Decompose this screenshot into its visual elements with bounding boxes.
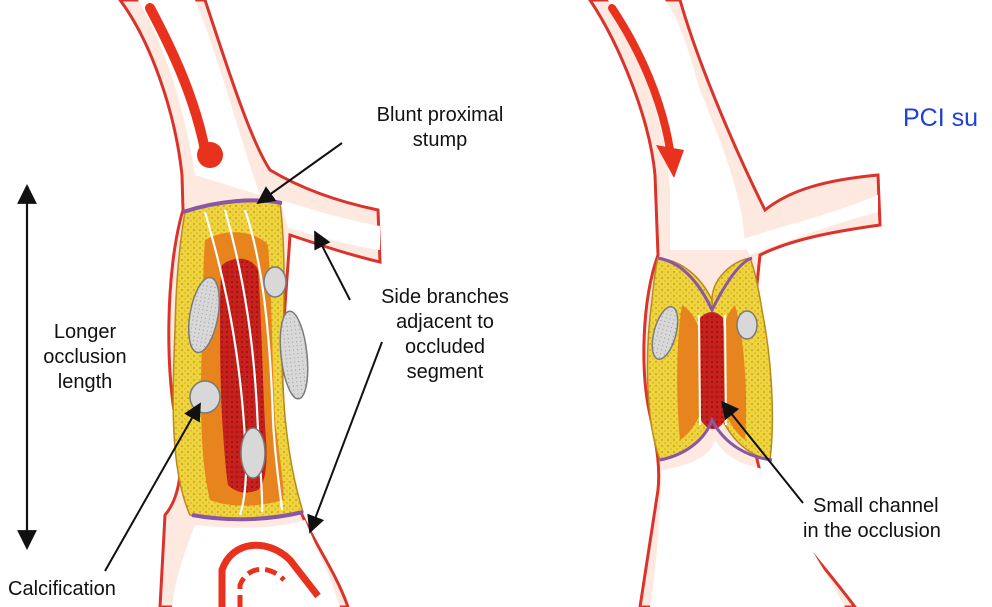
calcium-deposit [264, 267, 286, 297]
label-line: adjacent to [350, 310, 540, 335]
pci-heading-fragment: PCI su [903, 104, 978, 133]
label-line: Side branches [350, 285, 540, 310]
calcium-deposit [190, 381, 220, 413]
blunt-flow-dot [197, 142, 223, 168]
label-line: Blunt proximal [340, 103, 540, 128]
label-line: in the occlusion [803, 519, 941, 544]
calcification-label: Calcification [8, 577, 116, 602]
label-line: length [20, 370, 150, 395]
calcium-deposit [241, 428, 265, 478]
calcium-deposit [737, 311, 757, 339]
label-line: Small channel [803, 494, 941, 519]
longer-occlusion-label: Longer occlusion length [20, 320, 150, 395]
small-channel-label: Small channel in the occlusion [803, 494, 941, 544]
label-line: Longer [20, 320, 150, 345]
side-branches-label: Side branches adjacent to occluded segme… [350, 285, 540, 385]
blunt-stump-label: Blunt proximal stump [340, 103, 540, 153]
left-vessel [120, 0, 380, 607]
label-line: occlusion [20, 345, 150, 370]
label-line: stump [340, 128, 540, 153]
label-line: segment [350, 360, 540, 385]
label-line: Calcification [8, 577, 116, 602]
label-line: occluded [350, 335, 540, 360]
